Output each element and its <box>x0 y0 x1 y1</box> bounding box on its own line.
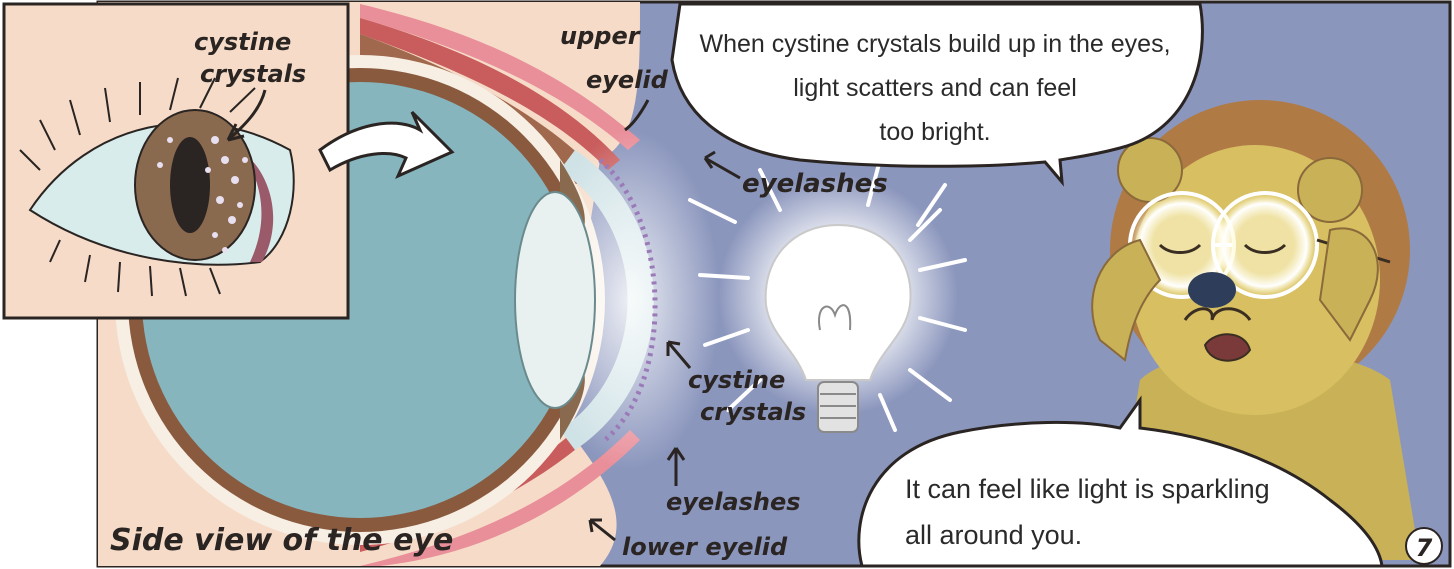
label-crystals: crystals <box>700 398 806 426</box>
label-cystine: cystine <box>688 366 785 394</box>
label-inset-cystine: cystine <box>194 28 291 56</box>
label-upper: upper <box>560 22 642 50</box>
bubble-bottom-line-1: It can feel like light is sparkling <box>905 474 1270 504</box>
label-inset-crystals: crystals <box>200 60 306 88</box>
label-eyelashes-top: eyelashes <box>742 169 888 199</box>
bubble-bottom-line-2: all around you. <box>905 520 1082 550</box>
bubble-top-line-3: too bright. <box>879 118 990 146</box>
page-number: 7 <box>1416 534 1433 562</box>
bubble-top-line-1: When cystine crystals build up in the ey… <box>699 30 1170 58</box>
inset-eye-front-view <box>4 4 348 318</box>
label-eyelid: eyelid <box>586 66 669 94</box>
label-lower-eyelid: lower eyelid <box>622 533 788 561</box>
label-eyelashes-bottom: eyelashes <box>666 488 801 516</box>
bubble-top-line-2: light scatters and can feel <box>793 74 1077 102</box>
label-side-view: Side view of the eye <box>110 523 453 558</box>
